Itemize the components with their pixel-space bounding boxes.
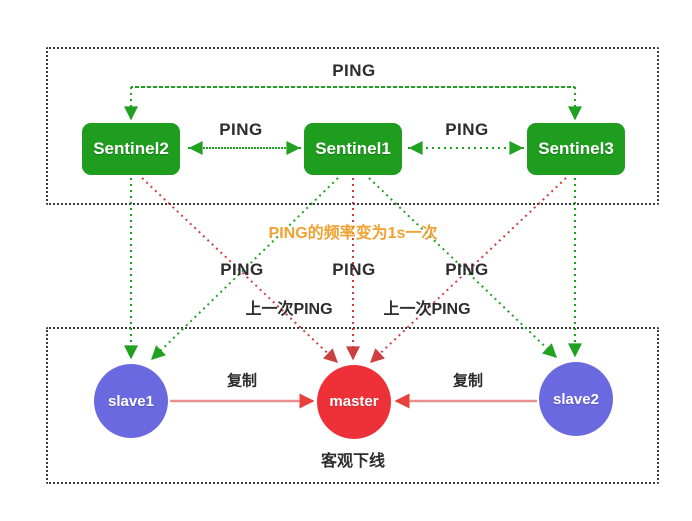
label-ping-mid-center: PING — [332, 260, 376, 279]
node-sentinel3-label: Sentinel3 — [538, 139, 614, 158]
node-slave2: slave2 — [539, 362, 613, 436]
label-last-ping-left: 上一次PING — [245, 301, 333, 318]
node-sentinel3: Sentinel3 — [527, 123, 625, 175]
label-last-ping-right: 上一次PING — [383, 301, 471, 318]
label-ping-top: PING — [332, 61, 376, 80]
node-slave1: slave1 — [94, 364, 168, 438]
label-ping-sentinel2-sentinel1: PING — [219, 120, 263, 139]
label-ping-mid-right: PING — [445, 260, 489, 279]
label-ping-mid-left: PING — [220, 260, 264, 279]
label-replicate-left: 复制 — [226, 372, 258, 390]
label-objective-offline-status: 客观下线 — [320, 453, 386, 470]
node-sentinel2-label: Sentinel2 — [93, 139, 169, 158]
node-master-label: master — [329, 392, 379, 410]
label-ping-sentinel1-sentinel3: PING — [445, 120, 489, 139]
node-sentinel2: Sentinel2 — [82, 123, 180, 175]
node-sentinel1: Sentinel1 — [304, 123, 402, 175]
node-sentinel1-label: Sentinel1 — [315, 139, 391, 158]
label-replicate-right: 复制 — [452, 372, 484, 390]
label-ping-frequency-note: PING的频率变为1s一次 — [268, 225, 438, 242]
node-slave1-label: slave1 — [108, 392, 154, 410]
node-slave2-label: slave2 — [553, 390, 599, 408]
node-master: master — [317, 365, 391, 439]
